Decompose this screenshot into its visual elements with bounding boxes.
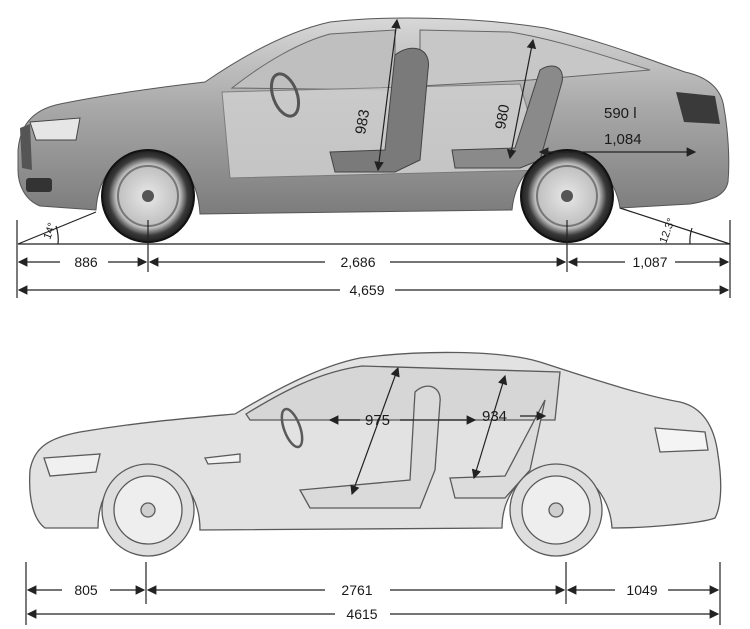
car1-front-overhang: 886 xyxy=(74,254,98,270)
car1-foglight xyxy=(26,178,52,192)
car2-interior-height-rear: 934 xyxy=(482,408,507,425)
car1-glass xyxy=(230,29,396,91)
car2-dim-lines xyxy=(25,562,721,625)
car1-interior-height-rear: 980 xyxy=(492,103,513,131)
car2-interior-height-front: 975 xyxy=(365,412,390,429)
car2-side-vent xyxy=(204,453,241,465)
car1-front-seat xyxy=(329,47,429,173)
car2-front-wheel xyxy=(101,463,195,557)
car1-boot-length: 1,084 xyxy=(604,131,642,148)
car2-wheelbase: 2761 xyxy=(341,582,372,598)
car1-headlight xyxy=(29,117,81,141)
car2-overall-length: 4615 xyxy=(346,606,377,622)
car1-approach-angle: 14° xyxy=(42,221,59,241)
car2-dim-markers xyxy=(328,366,547,496)
car2-illustration xyxy=(28,351,722,557)
car2-rear-wheel xyxy=(509,463,603,557)
car1-boot-volume: 590 l xyxy=(604,105,637,122)
car1-dim-markers xyxy=(17,18,731,245)
car1-overall-length: 4,659 xyxy=(349,282,384,298)
car1-dim-lines xyxy=(16,220,731,298)
car1-rear-overhang: 1,087 xyxy=(632,254,667,270)
car2-front-overhang: 805 xyxy=(74,582,98,598)
car2-steering-wheel xyxy=(280,407,304,449)
car1-taillight xyxy=(676,92,720,124)
car1-steering-wheel xyxy=(269,72,301,118)
car1-grille xyxy=(20,124,32,170)
car2-rear-overhang: 1049 xyxy=(626,582,657,598)
car1-interior-height-front: 983 xyxy=(352,108,373,136)
car2-headlight xyxy=(43,453,101,477)
car2-taillight xyxy=(654,427,709,453)
car1-wheelbase: 2,686 xyxy=(340,254,375,270)
